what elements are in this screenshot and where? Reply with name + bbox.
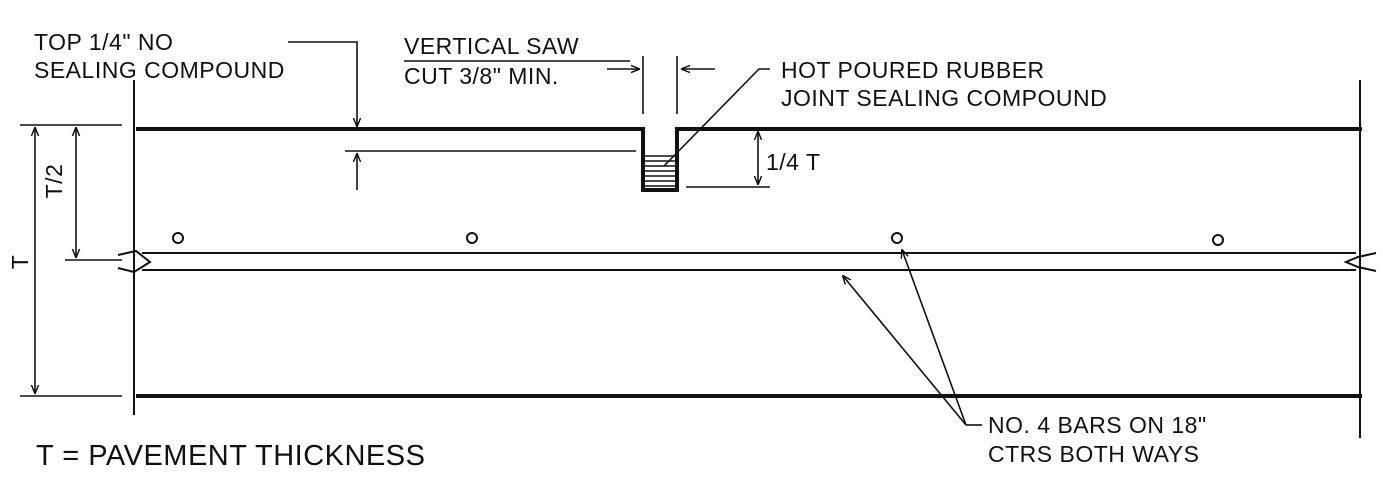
saw-cut-line-1: VERTICAL SAW bbox=[404, 33, 579, 59]
top-no-sealing-line-1: TOP 1/4" NO bbox=[34, 29, 173, 55]
bars-line-2: CTRS BOTH WAYS bbox=[988, 441, 1199, 467]
bars-in-section bbox=[172, 232, 1224, 246]
pavement-slab bbox=[133, 80, 1362, 438]
rubber-line-1: HOT POURED RUBBER bbox=[781, 57, 1045, 83]
rubber-sealant-leader bbox=[663, 68, 770, 167]
bars-leader-1 bbox=[843, 276, 967, 426]
quarter-thickness-label: 1/4 T bbox=[766, 149, 821, 175]
saw-cut-line-2: CUT 3/8" MIN. bbox=[404, 63, 559, 89]
thickness-label: T bbox=[7, 255, 33, 270]
bar-circle-2 bbox=[466, 232, 478, 244]
bar-circle-1 bbox=[172, 232, 184, 244]
half-thickness-label: T/2 bbox=[41, 164, 67, 199]
bar-circle-3 bbox=[891, 232, 903, 244]
bars-leader-2 bbox=[902, 250, 967, 426]
top-quarter-reference bbox=[345, 150, 636, 190]
callout-top-no-sealing: TOP 1/4" NO SEALING COMPOUND bbox=[34, 29, 357, 126]
top-no-sealing-leader bbox=[288, 41, 357, 126]
break-line-right bbox=[1343, 252, 1377, 272]
callout-saw-cut: VERTICAL SAW CUT 3/8" MIN. bbox=[404, 33, 715, 114]
dimension-half-thickness: T/2 bbox=[41, 128, 122, 261]
legend-pavement-thickness: T = PAVEMENT THICKNESS bbox=[36, 440, 425, 472]
rubber-line-2: JOINT SEALING COMPOUND bbox=[781, 85, 1107, 111]
callout-rubber-sealant: HOT POURED RUBBER JOINT SEALING COMPOUND bbox=[663, 57, 1107, 167]
bar-circle-4 bbox=[1212, 234, 1224, 246]
saw-cut-groove bbox=[641, 127, 679, 192]
break-line-left bbox=[117, 249, 152, 274]
top-no-sealing-line-2: SEALING COMPOUND bbox=[34, 57, 285, 83]
reinforcement-mat bbox=[117, 249, 1377, 274]
callout-bars: NO. 4 BARS ON 18" CTRS BOTH WAYS bbox=[843, 250, 1207, 467]
bars-line-1: NO. 4 BARS ON 18" bbox=[988, 412, 1207, 438]
dimension-thickness: T bbox=[7, 124, 122, 397]
dimension-quarter-thickness: 1/4 T bbox=[686, 128, 821, 188]
